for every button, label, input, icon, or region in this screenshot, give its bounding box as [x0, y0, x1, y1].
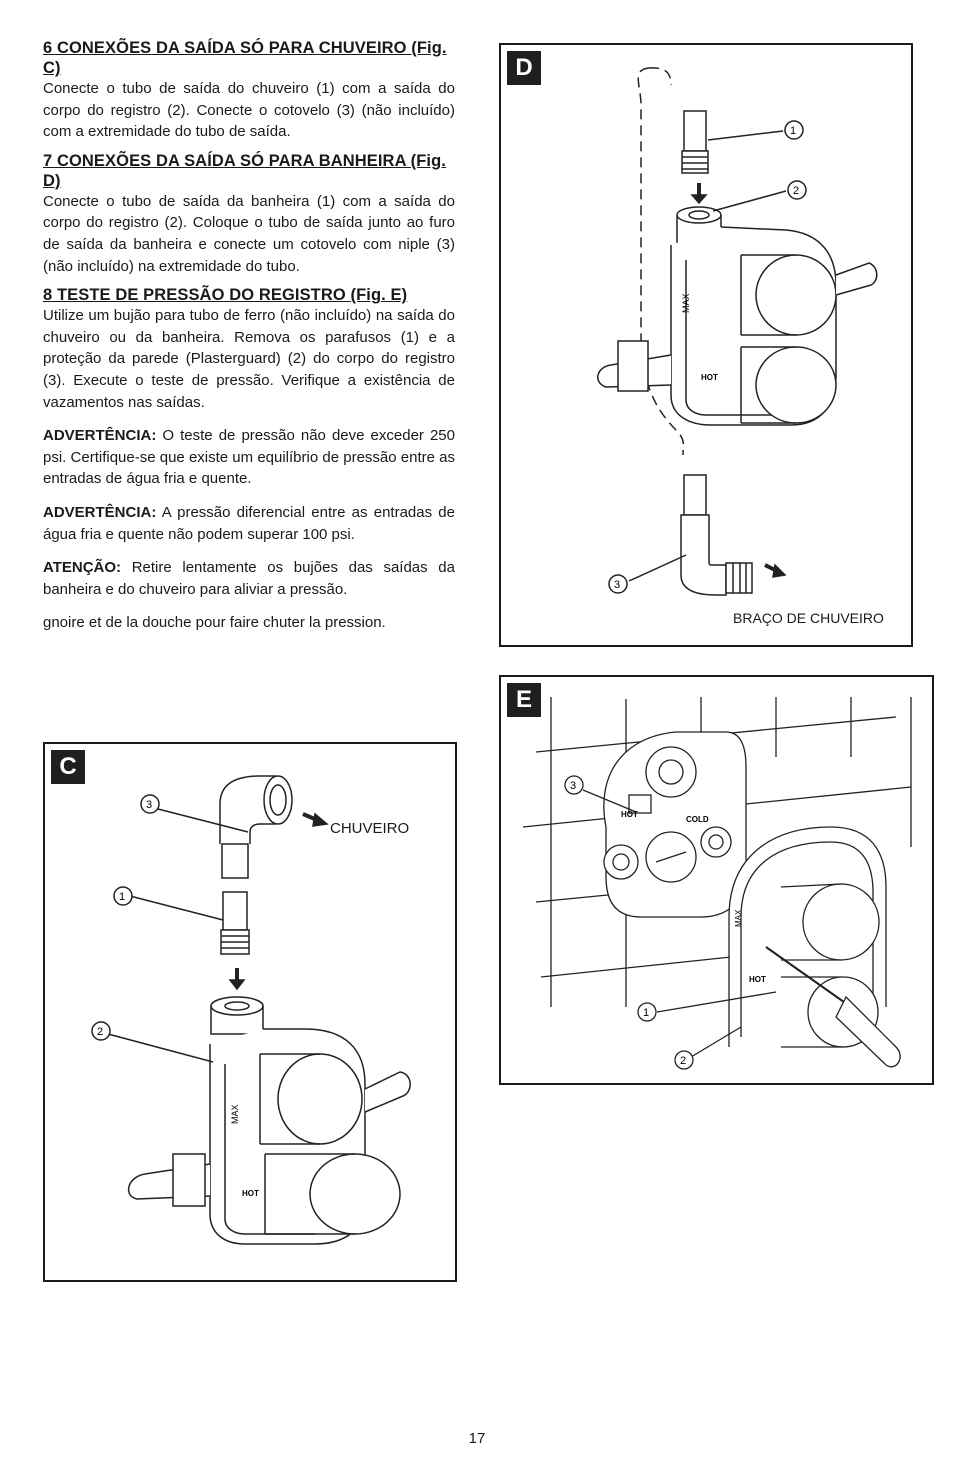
figure-c-tag: C: [51, 750, 85, 784]
hot-mark: HOT: [749, 975, 766, 984]
figure-d-tag: D: [507, 51, 541, 85]
callout-2: 2: [97, 1026, 103, 1038]
shower-label: CHUVEIRO: [330, 820, 410, 837]
page-number: 17: [468, 1430, 486, 1447]
callout-3: 3: [146, 799, 152, 811]
warning-label: ADVERTÊNCIA:: [43, 427, 157, 445]
section-7-title: 7 CONEXÕES DA SAÍDA SÓ PARA BANHEIRA (Fi…: [43, 151, 446, 190]
caution-label: ATENÇÃO:: [43, 559, 122, 577]
warning-label: ADVERTÊNCIA:: [43, 503, 157, 521]
callout-3: 3: [570, 780, 576, 792]
callout-1: 1: [643, 1007, 649, 1019]
figure-d-illustration: MAX HOT 1 2 3: [597, 67, 878, 596]
section-6-title: 6 CONEXÕES DA SAÍDA SÓ PARA CHUVEIRO (Fi…: [43, 39, 447, 77]
figure-c: C: [43, 742, 457, 1282]
callout-2: 2: [680, 1055, 686, 1067]
cold-mark: COLD: [686, 815, 709, 824]
hot-mark: HOT: [621, 810, 638, 819]
figure-e-illustration: HOT COLD HOT MAX 3 1 2: [522, 697, 912, 1070]
caution-release: ATENÇÃO: Retire lentamente os bujões das…: [43, 557, 455, 600]
hot-mark: HOT: [701, 373, 718, 382]
max-mark: MAX: [681, 293, 691, 313]
figure-e: E: [499, 675, 934, 1085]
instructions-column: 6 CONEXÕES DA SAÍDA SÓ PARA CHUVEIRO (Fi…: [43, 38, 455, 642]
stray-french-text: gnoire et de la douche pour faire chuter…: [43, 614, 386, 632]
figure-d: D: [499, 43, 913, 647]
warning-differential: ADVERTÊNCIA: A pressão diferencial entre…: [43, 502, 455, 545]
callout-1: 1: [790, 125, 796, 137]
caution-text: Retire lentamente os bujões das saídas d…: [43, 559, 455, 598]
shower-arm-label: BRAÇO DE CHUVEIRO: [733, 610, 884, 626]
callout-1: 1: [119, 891, 125, 903]
max-mark: MAX: [734, 909, 743, 927]
warning-pressure-limit: ADVERTÊNCIA: O teste de pressão não deve…: [43, 425, 455, 490]
hot-mark: HOT: [242, 1189, 259, 1198]
section-6-body: Conecte o tubo de saída do chuveiro (1) …: [43, 80, 455, 141]
figure-e-tag: E: [507, 683, 541, 717]
warning-text: O teste de pressão não deve exceder 250 …: [43, 427, 455, 488]
warning-text: A pressão diferencial entre as entradas …: [43, 503, 455, 543]
section-8-title: 8 TESTE DE PRESSÃO DO REGISTRO (Fig. E): [43, 286, 408, 305]
callout-3: 3: [614, 579, 620, 591]
max-mark: MAX: [230, 1104, 240, 1124]
figure-c-illustration: MAX HOT 3 1 2: [91, 775, 411, 1245]
callout-2: 2: [793, 185, 799, 197]
section-7-body: Conecte o tubo de saída da banheira (1) …: [43, 192, 455, 275]
section-8-body: Utilize um bujão para tubo de ferro (não…: [43, 307, 455, 411]
